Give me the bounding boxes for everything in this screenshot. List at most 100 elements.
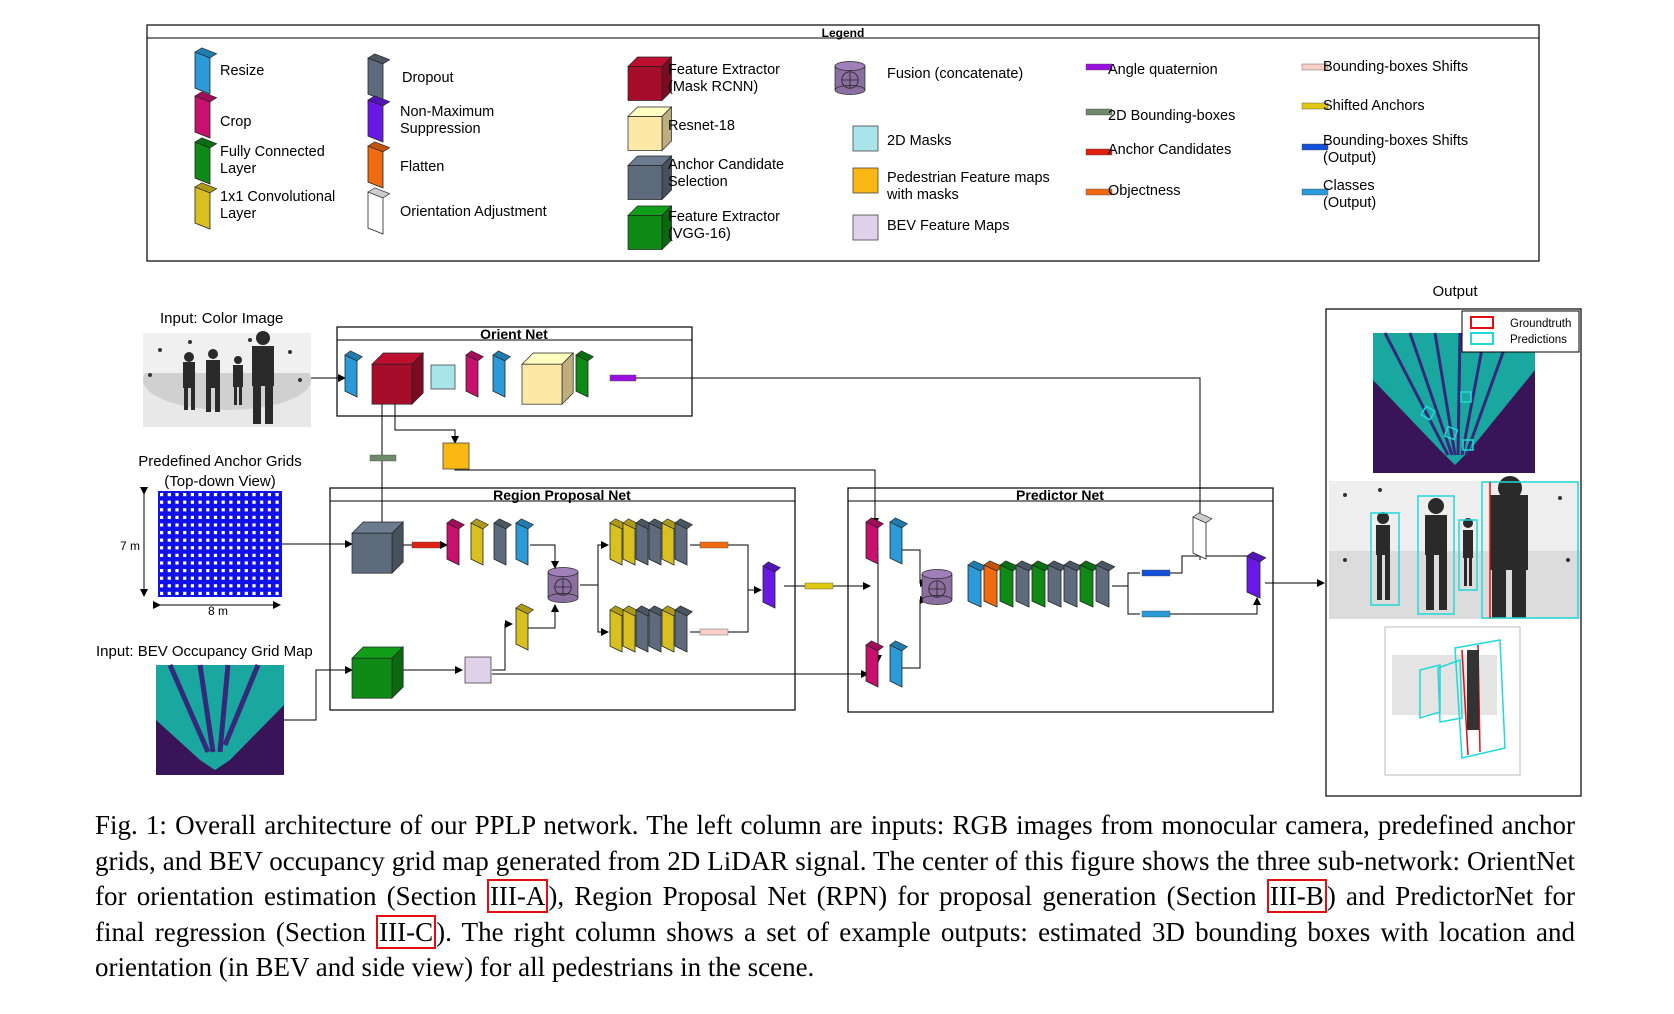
legend-swatch-crop [194,91,218,139]
orient-net: Orient Net [336,326,693,417]
legend-item-angle-quaternion: Angle quaternion [1085,62,1218,78]
crop-layer [446,518,465,566]
angle-quaternion-output [609,374,637,382]
resnet-18-block [521,352,575,406]
output-legend-groundtruth: Groundtruth [1510,318,1571,330]
shifted-anchors-output [804,582,834,590]
legend-label: Objectness [1108,183,1181,199]
legend-label: Feature Extractor(Mask RCNN) [668,62,780,95]
legend-swatch-feature-extractor-vgg-16 [627,205,673,251]
bev-feature-maps [464,656,492,684]
legend-item-bounding-boxes-shifts: Bounding-boxes Shifts [1301,59,1468,75]
classes-final-output [1141,610,1171,618]
predictor-layer [967,560,988,608]
legend-swatch-bounding-boxes-shifts [1301,63,1329,71]
rpn-title: Region Proposal Net [493,487,631,503]
legend-swatch-pedestrian-feature-maps-with-masks [852,167,879,194]
legend-item-shifted-anchors: Shifted Anchors [1301,98,1425,114]
legend-label: Anchor Candidates [1108,142,1231,158]
legend-item-dropout: Dropout [367,53,454,101]
objectness-output [699,541,729,549]
legend-label: Angle quaternion [1108,62,1218,78]
caption-text-3: ) and PredictorNet for final regression … [95,881,1575,947]
legend-item-feature-extractor-vgg-16: Feature Extractor(VGG-16) [627,205,780,251]
person-silhouette [183,331,274,424]
legend-swatch-classes-output [1301,188,1329,196]
groundtruth-swatch [1470,316,1494,329]
input-color-image-label: Input: Color Image [160,310,283,327]
legend-swatch-shifted-anchors [1301,102,1329,110]
legend-label: Orientation Adjustment [400,204,547,220]
section-ref-iii-c[interactable]: III-C [376,914,437,949]
2d-bounding-boxes-output [369,454,397,462]
predictions-swatch [1470,332,1494,345]
legend-swatch-fusion-concatenate [834,61,866,95]
legend-label: Shifted Anchors [1323,98,1425,114]
crop-layer [865,517,884,565]
section-ref-iii-b[interactable]: III-B [1266,879,1327,913]
legend-swatch-non-maximum-suppression [367,95,391,143]
legend-label: Classes(Output) [1323,178,1376,211]
output-image-detections [1329,476,1580,619]
resize-layer [889,517,908,565]
caption-text-2: ), Region Proposal Net (RPN) for proposa… [548,881,1267,911]
fusion-concatenate [547,567,579,603]
output-legend-predictions: Predictions [1510,334,1567,346]
rpn-classifier-layer [674,518,693,566]
grid-width-label: 8 m [208,604,228,618]
output-bev-result [1373,332,1535,473]
legend-swatch-feature-extractor-mask-rcnn [627,56,673,102]
anchor-candidates-output [411,541,441,549]
predictor-layer [1063,560,1084,608]
anchor-grid-title: Predefined Anchor Grids(Top-down View) [138,453,301,490]
orient-net-title: Orient Net [480,326,548,342]
legend-item-bounding-boxes-shifts-output: Bounding-boxes Shifts(Output) [1301,133,1468,166]
legend-item-flatten: Flatten [367,141,444,189]
anchor-grids: Predefined Anchor Grids(Top-down View) 7… [120,453,302,618]
legend-item-classes-output: Classes(Output) [1301,178,1376,211]
output-title: Output [1432,283,1478,300]
dropout-layer [493,518,512,566]
legend-item-fusion-concatenate: Fusion (concatenate) [834,61,1023,95]
legend-label: Resize [220,63,264,79]
figure-caption: Fig. 1: Overall architecture of our PPLP… [95,808,1575,986]
vgg-16-extractor [351,646,405,700]
caption-text-4: ). The right column shows a set of examp… [95,916,1575,983]
predictor-net-title: Predictor Net [1016,487,1104,503]
region-proposal-net: Region Proposal Net [329,487,796,711]
legend-swatch-orientation-adjustment [367,187,391,235]
predictor-layer [1047,560,1068,608]
legend-title: Legend [822,26,865,40]
non-maximum-suppression [762,561,781,609]
legend-swatch-fully-connected-layer [194,137,218,185]
legend-swatch-1x1-convolutional-layer [194,182,218,230]
input-color-image: Input: Color Image [143,310,311,427]
anchor-candidate-selection [351,521,405,575]
2d-masks-map [430,364,456,390]
grid-height-label: 7 m [120,539,140,553]
section-ref-iii-a[interactable]: III-A [486,879,549,913]
legend-swatch-bev-feature-maps [852,214,879,241]
legend-swatch-dropout [367,53,391,101]
fusion-concatenate [921,569,953,605]
legend-label: Bounding-boxes Shifts [1323,59,1468,75]
legend-label: Dropout [402,70,454,86]
crop-layer [465,350,484,398]
fully-connected-layer [575,350,594,398]
output-panel: Output Groundtruth Predictions [1325,283,1582,797]
legend-label: Bounding-boxes Shifts(Output) [1323,133,1468,166]
legend-swatch-flatten [367,141,391,189]
mask-rcnn-extractor [371,352,425,406]
resize-layer [344,350,363,398]
caption-text-1: Fig. 1: Overall architecture of our PPLP… [95,810,1575,911]
legend-label: Feature Extractor(VGG-16) [668,209,780,242]
